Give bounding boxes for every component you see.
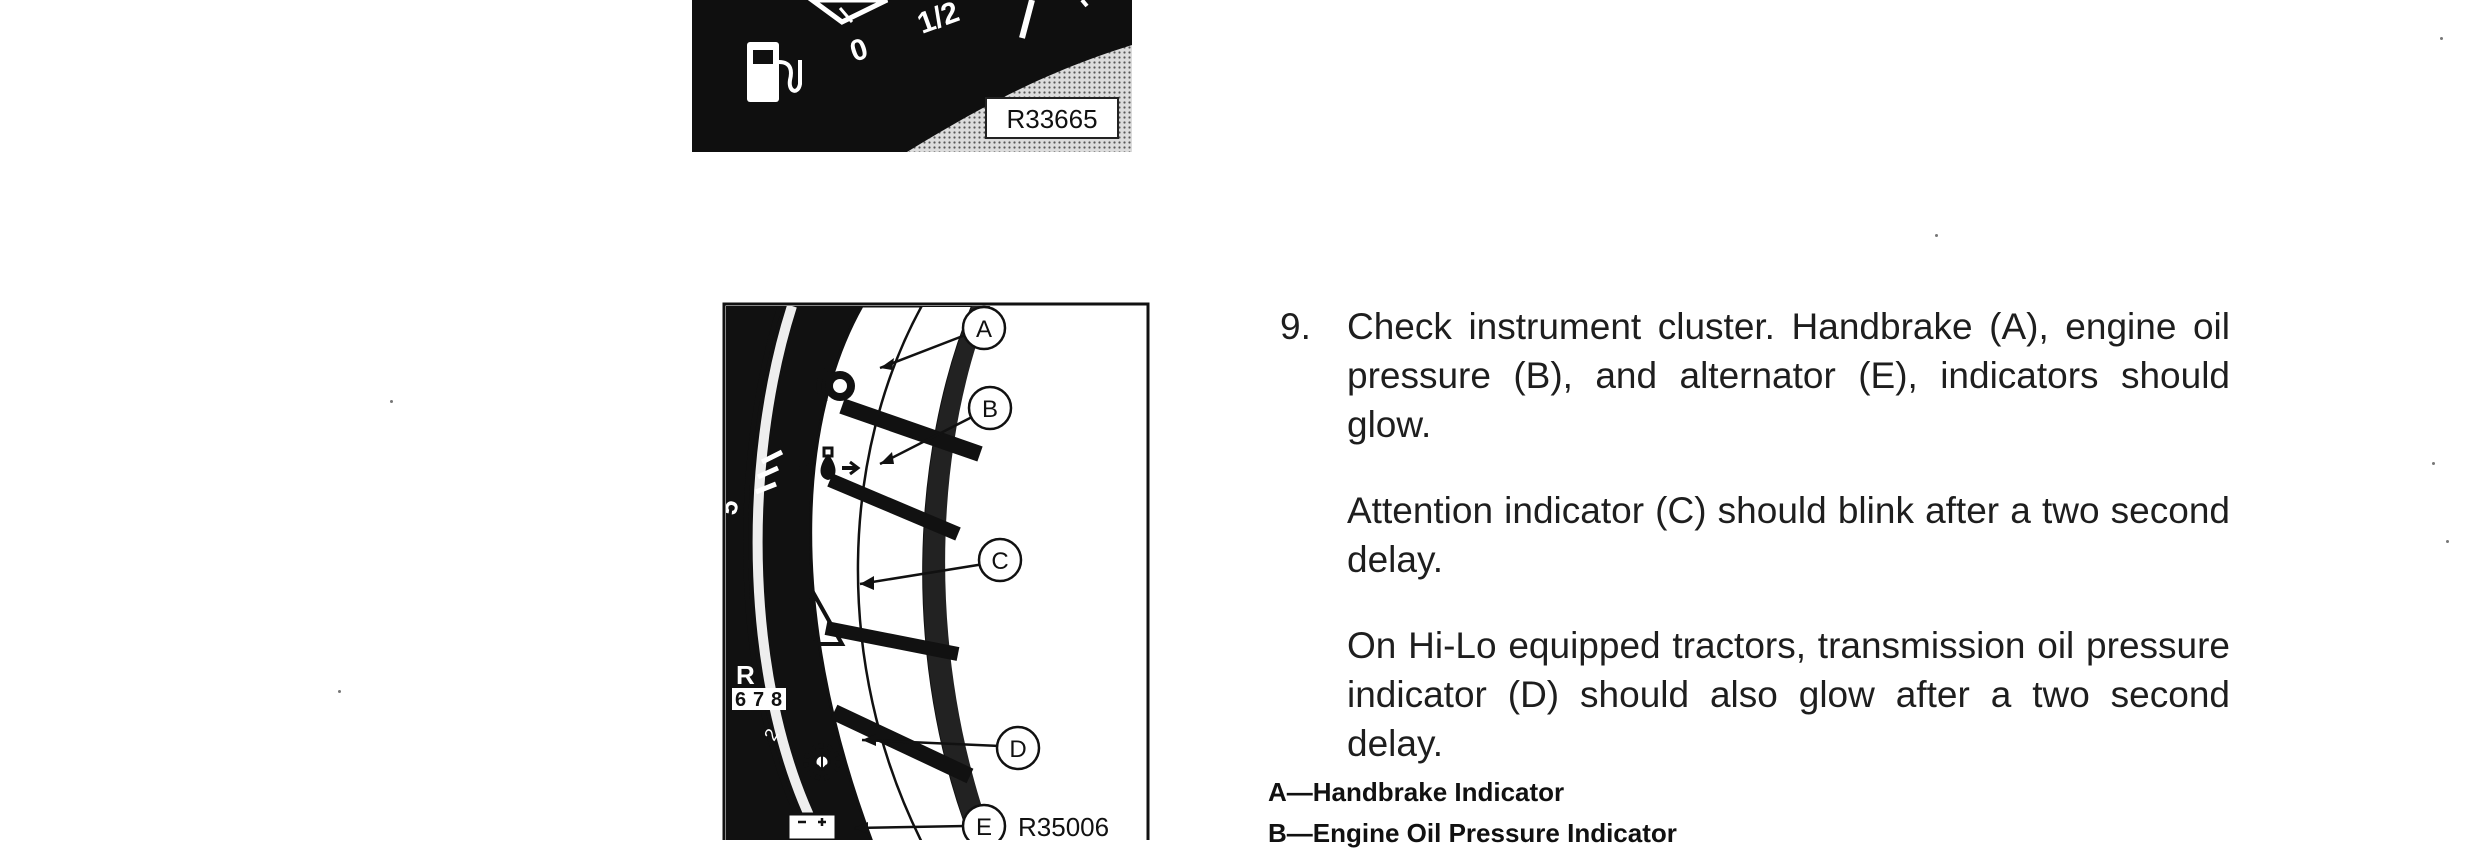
- svg-text:D: D: [1009, 736, 1026, 763]
- scan-speck: [338, 690, 341, 693]
- svg-text:A: A: [976, 316, 992, 343]
- instrument-cluster-figure: 5 R 6 7 8 2: [722, 302, 1150, 840]
- step-9: 9. Check instrument cluster. Handbrake (…: [1280, 302, 2230, 786]
- fuel-gauge-figure: 0 1/2 R33665: [692, 0, 1132, 152]
- handbrake-icon: [816, 368, 855, 404]
- svg-text:C: C: [991, 548, 1008, 575]
- step-paragraph: On Hi-Lo equipped tractors, transmission…: [1347, 625, 2230, 764]
- scan-speck: [390, 400, 393, 403]
- battery-icon: [786, 812, 838, 840]
- gauge-digit: 5: [722, 498, 744, 517]
- figure-code: R35006: [1018, 812, 1109, 840]
- legend-item-a: A—Handbrake Indicator: [1268, 777, 1565, 807]
- scan-speck: [2432, 462, 2435, 465]
- oil-pressure-icon: [797, 446, 861, 480]
- step-paragraph: Check instrument cluster. Handbrake (A),…: [1347, 306, 2230, 445]
- transmission-oil-icon: [803, 743, 841, 781]
- scan-speck: [2440, 37, 2443, 40]
- gauge-digit: R: [736, 660, 755, 690]
- callout-a: A: [961, 305, 1007, 351]
- gauge-digit: 8: [771, 689, 782, 711]
- svg-text:E: E: [976, 814, 992, 840]
- scan-speck: [1935, 234, 1938, 237]
- attention-icon: [782, 589, 846, 646]
- step-number: 9.: [1280, 306, 1311, 347]
- gauge-digit: 6: [735, 689, 746, 711]
- svg-text:B: B: [982, 396, 998, 423]
- callout-legend: A—Handbrake Indicator B—Engine Oil Press…: [1268, 772, 2168, 854]
- callout-b: B: [967, 385, 1013, 431]
- legend-item-b: B—Engine Oil Pressure Indicator: [1268, 818, 1677, 848]
- figure-code: R33665: [1006, 104, 1097, 134]
- fuel-pump-icon: [747, 42, 802, 102]
- callout-d: D: [995, 725, 1041, 771]
- callout-c: C: [977, 537, 1023, 583]
- step-paragraph: Attention indicator (C) should blink aft…: [1347, 490, 2230, 580]
- gauge-digit: 7: [753, 689, 764, 711]
- callout-e: E: [961, 803, 1007, 840]
- scan-speck: [2446, 540, 2449, 543]
